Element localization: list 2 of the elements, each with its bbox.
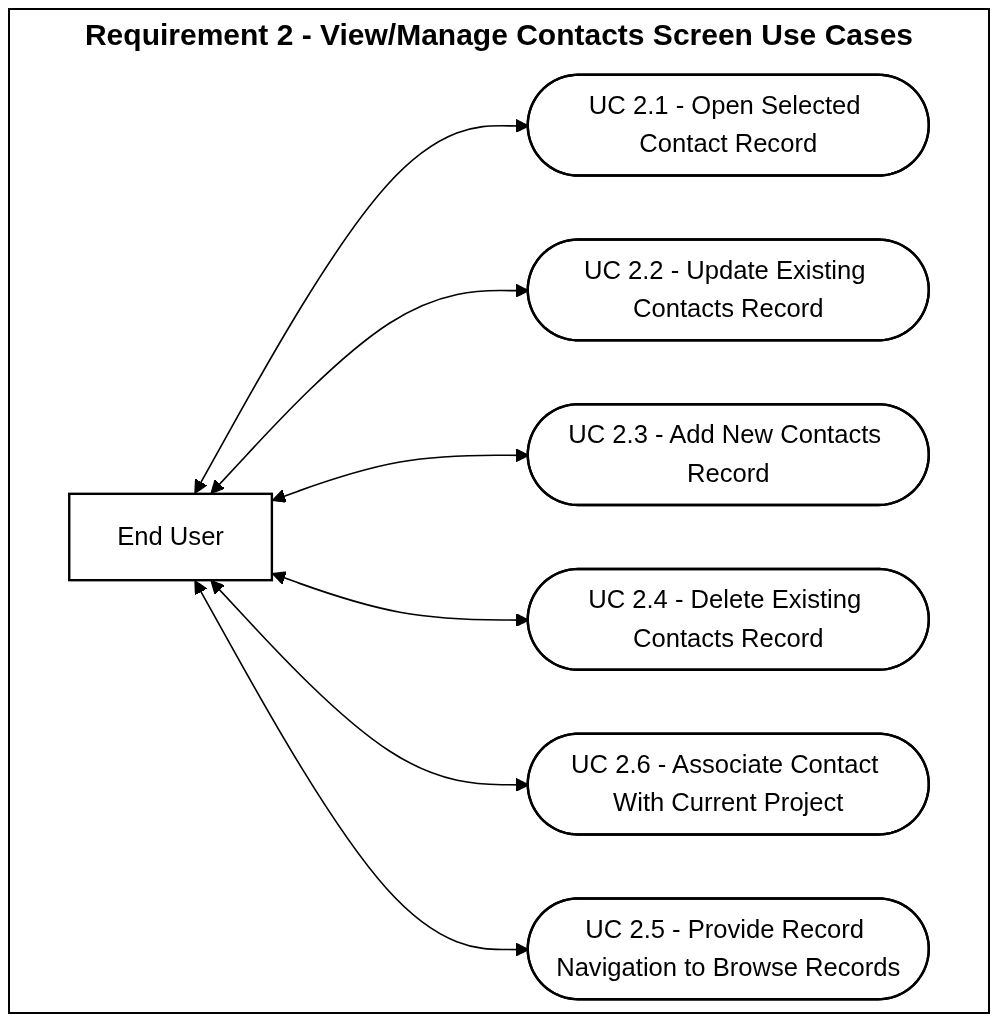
diagram-title: Requirement 2 - View/Manage Contacts Screen Use Cases [84, 18, 914, 52]
node-box: End User [68, 492, 274, 582]
